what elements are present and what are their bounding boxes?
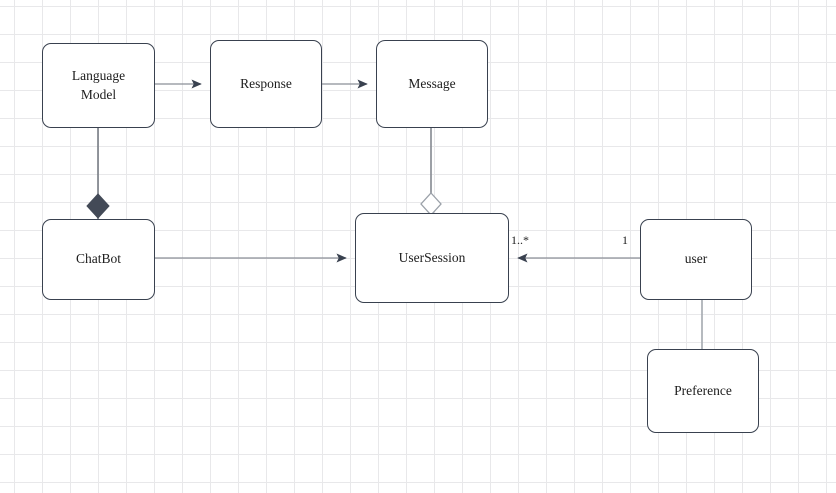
node-usersession[interactable]: UserSession: [355, 213, 509, 303]
composition-diamond-icon: [86, 193, 110, 219]
node-language-model-label: Language Model: [71, 68, 126, 102]
node-chatbot-label: ChatBot: [75, 251, 121, 267]
node-chatbot[interactable]: ChatBot: [42, 219, 155, 300]
node-preference[interactable]: Preference: [647, 349, 759, 433]
node-message[interactable]: Message: [376, 40, 488, 128]
node-response[interactable]: Response: [210, 40, 322, 128]
node-user[interactable]: user: [640, 219, 752, 300]
node-language-model[interactable]: Language Model: [42, 43, 155, 128]
edge-message-to-usersession: [420, 128, 442, 216]
node-preference-label: Preference: [674, 382, 732, 398]
node-message-label: Message: [408, 75, 456, 91]
node-response-label: Response: [240, 75, 292, 91]
node-usersession-label: UserSession: [398, 249, 466, 265]
edge-language-model-to-chatbot: [86, 128, 110, 219]
multiplicity-user-side: 1: [622, 233, 628, 247]
aggregation-diamond-icon: [420, 192, 442, 216]
node-user-label: user: [684, 251, 708, 267]
multiplicity-usersession-side: 1..*: [511, 233, 529, 247]
